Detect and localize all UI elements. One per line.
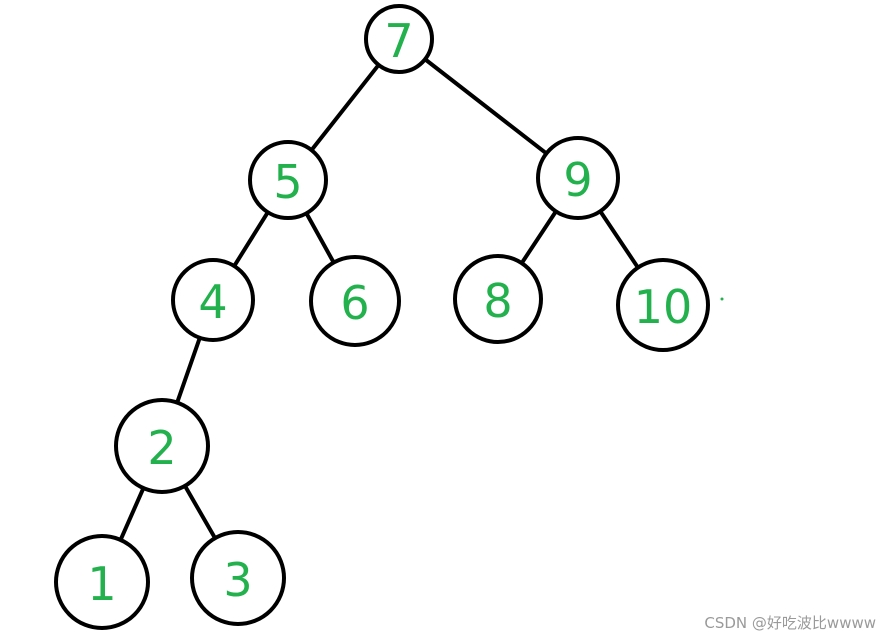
tree-node-8: 8 xyxy=(453,254,543,344)
node-label: 2 xyxy=(147,421,176,475)
node-label: 4 xyxy=(198,275,227,329)
node-circle xyxy=(616,258,710,352)
node-label: 5 xyxy=(273,155,302,209)
node-label: 1 xyxy=(87,557,116,611)
node-circle xyxy=(364,4,434,74)
edge-n7-n5 xyxy=(309,62,381,153)
tree-node-1: 1 xyxy=(54,534,150,630)
tree-node-10: 10 xyxy=(616,258,710,352)
edge-n7-n9 xyxy=(423,57,549,156)
edge-n2-n1 xyxy=(118,486,146,542)
node-circle xyxy=(54,534,150,630)
node-circle xyxy=(309,255,401,347)
node-label: 10 xyxy=(634,280,693,334)
node-label: 7 xyxy=(384,14,413,68)
node-circle xyxy=(453,254,543,344)
node-label: 3 xyxy=(223,553,252,607)
node-circle xyxy=(248,140,328,220)
edge-n9-n10 xyxy=(598,209,640,270)
tree-node-6: 6 xyxy=(309,255,401,347)
edge-n4-n2 xyxy=(175,335,202,405)
nodes-layer: 7 5 9 4 6 8 10 2 1 3 xyxy=(54,4,710,630)
node-circle xyxy=(114,398,210,494)
node-label: 9 xyxy=(563,153,592,207)
tree-node-3: 3 xyxy=(190,530,286,626)
edges-layer xyxy=(118,57,640,542)
edge-n9-n8 xyxy=(519,209,558,266)
tree-node-7: 7 xyxy=(364,4,434,74)
stray-dot xyxy=(720,297,724,301)
tree-node-9: 9 xyxy=(536,136,620,220)
node-circle xyxy=(190,530,286,626)
node-label: 6 xyxy=(340,276,369,330)
tree-node-5: 5 xyxy=(248,140,328,220)
node-circle xyxy=(171,258,255,342)
watermark: CSDN @好吃波比wwww xyxy=(704,614,876,632)
edge-n2-n3 xyxy=(182,483,218,541)
node-circle xyxy=(536,136,620,220)
node-label: 8 xyxy=(483,274,512,328)
edge-n5-n4 xyxy=(232,210,270,269)
tree-node-2: 2 xyxy=(114,398,210,494)
edge-n5-n6 xyxy=(304,211,336,265)
tree-node-4: 4 xyxy=(171,258,255,342)
